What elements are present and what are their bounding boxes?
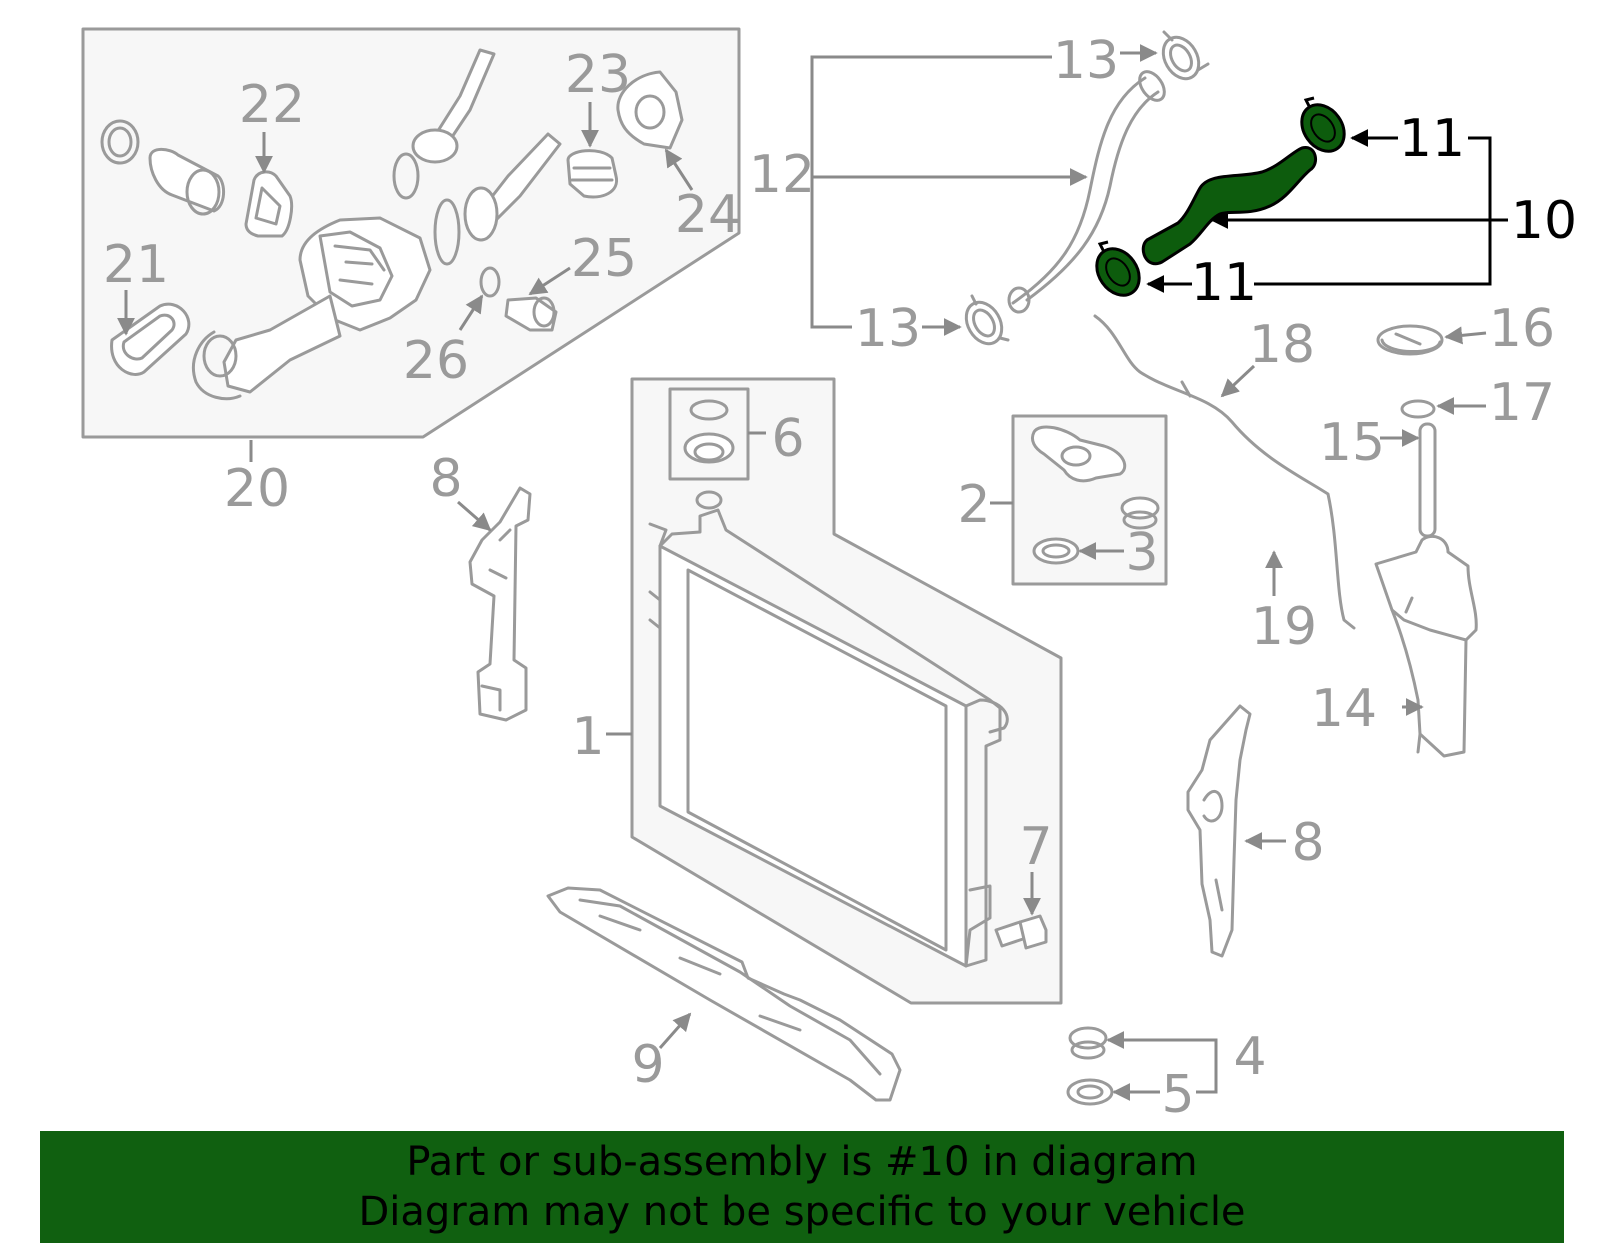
hose-18 — [1093, 314, 1356, 630]
footer-line-1: Part or sub-assembly is #10 in diagram — [406, 1139, 1198, 1185]
mount-4 — [1068, 1026, 1108, 1060]
callout-8-left: 8 — [429, 449, 462, 509]
bolt-7 — [994, 914, 1048, 950]
highlight-leaders — [1146, 129, 1508, 293]
hose-15 — [1418, 422, 1437, 538]
callout-2: 2 — [957, 475, 990, 535]
callout-20: 20 — [224, 459, 290, 519]
callout-11-top: 11 — [1399, 109, 1465, 169]
callout-22: 22 — [239, 75, 305, 135]
callout-6: 6 — [771, 409, 804, 469]
footer-banner: Part or sub-assembly is #10 in diagram D… — [40, 1131, 1564, 1243]
clamp-11-top[interactable] — [1293, 96, 1353, 160]
callout-10: 10 — [1511, 191, 1577, 251]
hose-10-highlighted[interactable] — [1141, 146, 1318, 266]
callout-16: 16 — [1489, 299, 1555, 359]
callout-5: 5 — [1161, 1065, 1194, 1125]
callout-18: 18 — [1249, 315, 1315, 375]
clamp-11-bottom[interactable] — [1088, 240, 1148, 304]
footer-line-2: Diagram may not be specific to your vehi… — [358, 1189, 1246, 1235]
callout-labels: 1 2 3 4 5 6 7 8 8 9 10 11 11 12 13 13 14… — [103, 31, 1577, 1125]
callout-3: 3 — [1125, 523, 1158, 583]
callout-24: 24 — [675, 185, 741, 245]
reservoir-14 — [1374, 535, 1478, 758]
callout-13-bottom: 13 — [855, 299, 921, 359]
clamp-13-top — [1161, 30, 1210, 81]
callout-23: 23 — [565, 45, 631, 105]
callout-7: 7 — [1019, 817, 1052, 877]
callout-4: 4 — [1233, 1027, 1266, 1087]
callout-26: 26 — [403, 331, 469, 391]
callout-15: 15 — [1319, 413, 1385, 473]
callout-25: 25 — [571, 229, 637, 289]
callout-9: 9 — [631, 1035, 664, 1095]
deflector-8-right — [1186, 704, 1252, 958]
callout-13-top: 13 — [1053, 31, 1119, 91]
cover-9 — [546, 886, 902, 1102]
callout-12: 12 — [749, 145, 815, 205]
clamp-13-bottom — [964, 294, 1010, 346]
deflector-8-left — [468, 486, 532, 722]
cap-16 — [1376, 324, 1444, 356]
hose-12 — [1007, 70, 1166, 314]
callout-17: 17 — [1489, 373, 1555, 433]
box-1-radiator — [630, 377, 1063, 1005]
washer-17 — [1400, 399, 1436, 419]
callout-21: 21 — [103, 235, 169, 295]
callout-11-bottom: 11 — [1191, 253, 1257, 313]
callout-8-right: 8 — [1291, 813, 1324, 873]
callout-14: 14 — [1311, 679, 1377, 739]
callout-19: 19 — [1251, 597, 1317, 657]
leader-lines — [117, 44, 1487, 1101]
callout-1: 1 — [571, 707, 604, 767]
washer-5 — [1066, 1078, 1114, 1106]
box-20-assembly — [81, 27, 741, 439]
hose-19 — [1262, 490, 1280, 548]
